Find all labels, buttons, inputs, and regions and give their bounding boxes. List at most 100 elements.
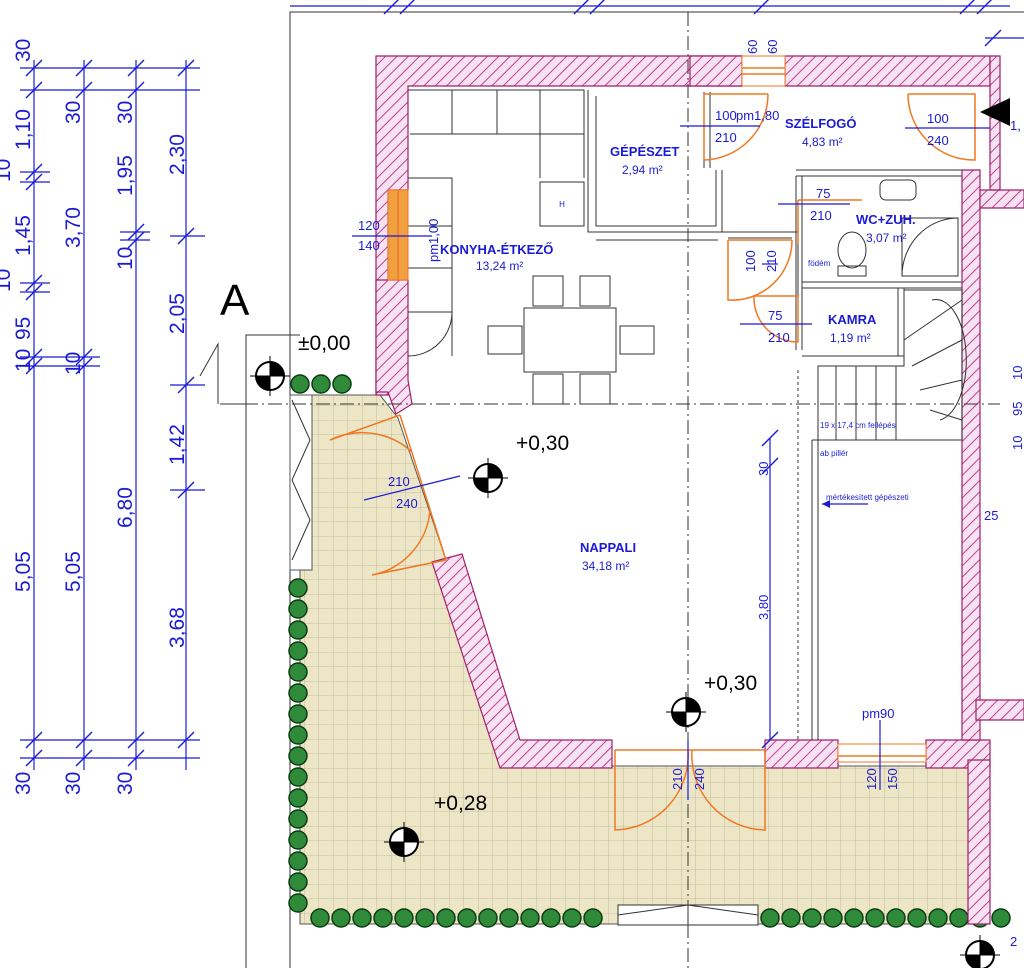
hedge-plant (311, 374, 331, 394)
level-living-top-icon (467, 457, 509, 499)
hedge-plant (394, 908, 414, 928)
room-vestibule-name: SZÉLFOGÓ (785, 116, 857, 131)
axis-bubble-icon (959, 934, 1001, 968)
dim-col3-0: 30 (114, 101, 137, 124)
level-terrace: +0,28 (434, 792, 487, 815)
room-wc-area: 3,07 m² (866, 231, 907, 245)
room-kitchen-name: KONYHA-ÉTKEZŐ (440, 242, 553, 257)
hedge-plant (288, 683, 308, 703)
section-arrow-icon (199, 342, 219, 404)
section-marker: A (220, 276, 250, 325)
dim-col4-0: 2,30 (166, 134, 189, 175)
wc-door-h: 210 (810, 208, 832, 223)
dining-table (487, 275, 655, 405)
room-kitchen-area: 13,24 m² (476, 259, 523, 273)
dim-col2-4: 30 (62, 772, 85, 795)
tag-top: födém (808, 259, 831, 268)
hall-door-w: 100 (743, 250, 758, 272)
hedge (288, 374, 1011, 928)
right-window-w: 120 (864, 768, 879, 790)
hedge-plant (415, 908, 435, 928)
hedge-plant (290, 374, 310, 394)
room-wc-name: WC+ZUH. (856, 212, 916, 227)
axis-lines (220, 12, 1000, 968)
hedge-plant (802, 908, 822, 928)
hedge-plant (823, 908, 843, 928)
dim-col1-4: 10 (0, 269, 15, 292)
level-entrance-icon (249, 355, 291, 397)
right-window-h: 150 (885, 768, 900, 790)
tag-arrow: mértékesített gépészeti (826, 493, 909, 502)
level-living-bottom: +0,30 (704, 672, 757, 695)
top-window-w2: 60 (765, 40, 780, 54)
right-dim-3: 25 (984, 508, 998, 523)
hedge-plant (478, 908, 498, 928)
hedge-plant (457, 908, 477, 928)
staircase: 19 x 17,4 cm fellépés (817, 289, 967, 441)
level-living-bottom-icon (665, 691, 707, 733)
room-labels: KONYHA-ÉTKEZŐ 13,24 m² GÉPÉSZET 2,94 m² … (440, 116, 916, 573)
terrace-door-left-h: 240 (396, 496, 418, 511)
openings (329, 55, 976, 926)
dim-col2-3: 5,05 (62, 551, 85, 592)
right-edge-fragment: 1, (1010, 118, 1021, 133)
hedge-plant (562, 908, 582, 928)
dim-col1-6: 10 (12, 349, 35, 372)
entrance-arrow-icon (980, 98, 1010, 126)
level-entrance: ±0,00 (298, 332, 350, 355)
right-dim-2: 10 (1010, 436, 1024, 450)
hedge-plant (288, 746, 308, 766)
dim-col1-5: 95 (12, 317, 35, 340)
mech-door-sill: pm1,80 (736, 108, 779, 123)
dim-col2-2: 10 (62, 352, 85, 375)
right-dim-0: 10 (1010, 366, 1024, 380)
hedge-plant (288, 893, 308, 913)
pantry-door-w: 75 (768, 308, 782, 323)
stairs-note: 19 x 17,4 cm fellépés (820, 421, 896, 430)
top-window-w1: 60 (745, 40, 760, 54)
hedge-plant (288, 851, 308, 871)
level-markers: ±0,00 +0,30 +0,30 +0,28 2 (249, 332, 1017, 968)
terrace-door-bottom-w: 210 (670, 768, 685, 790)
walls (375, 55, 1024, 925)
kitchen-window-h: 140 (358, 238, 380, 253)
entrance-door-h: 240 (927, 133, 949, 148)
entrance-door-w: 100 (927, 111, 949, 126)
kitchen-window-sill: pm1,00 (426, 219, 441, 262)
hedge-plant (541, 908, 561, 928)
hedge-plant (928, 908, 948, 928)
opening-dim-lines (352, 125, 990, 800)
kitchen-counter: H (407, 89, 585, 357)
hedge-plant (288, 788, 308, 808)
dim-col3-3: 6,80 (114, 487, 137, 528)
dim-col1-3: 1,45 (12, 215, 35, 256)
hedge-plant (288, 725, 308, 745)
hedge-plant (288, 578, 308, 598)
stairs-height-dim: 3,80 (756, 595, 771, 620)
hedge-plant (886, 908, 906, 928)
wc-door-w: 75 (816, 186, 830, 201)
hedge-plant (865, 908, 885, 928)
dim-col1-8: 30 (12, 772, 35, 795)
terrace-door-bottom-h: 240 (692, 768, 707, 790)
dim-col1-7: 5,05 (12, 551, 35, 592)
hedge-plant (991, 908, 1011, 928)
svg-text:H: H (559, 200, 565, 209)
hedge-plant (288, 767, 308, 787)
pantry-door-h: 210 (768, 330, 790, 345)
dim-col4-1: 2,05 (166, 293, 189, 334)
hedge-plant (907, 908, 927, 928)
hedge-plant (332, 374, 352, 394)
hall-door-h: 210 (764, 250, 779, 272)
hedge-plant (520, 908, 540, 928)
hedge-plant (352, 908, 372, 928)
right-window-sill: pm90 (862, 706, 895, 721)
dim-col4-2: 1,42 (166, 424, 189, 465)
dim-col1-1: 1,10 (12, 109, 35, 150)
room-pantry-area: 1,19 m² (830, 331, 871, 345)
hedge-plant (844, 908, 864, 928)
hedge-plant (499, 908, 519, 928)
hedge-plant (949, 908, 969, 928)
opening-labels: 120 140 pm1,00 100 pm1,80 210 60 60 100 … (358, 40, 1024, 790)
hedge-plant (288, 641, 308, 661)
